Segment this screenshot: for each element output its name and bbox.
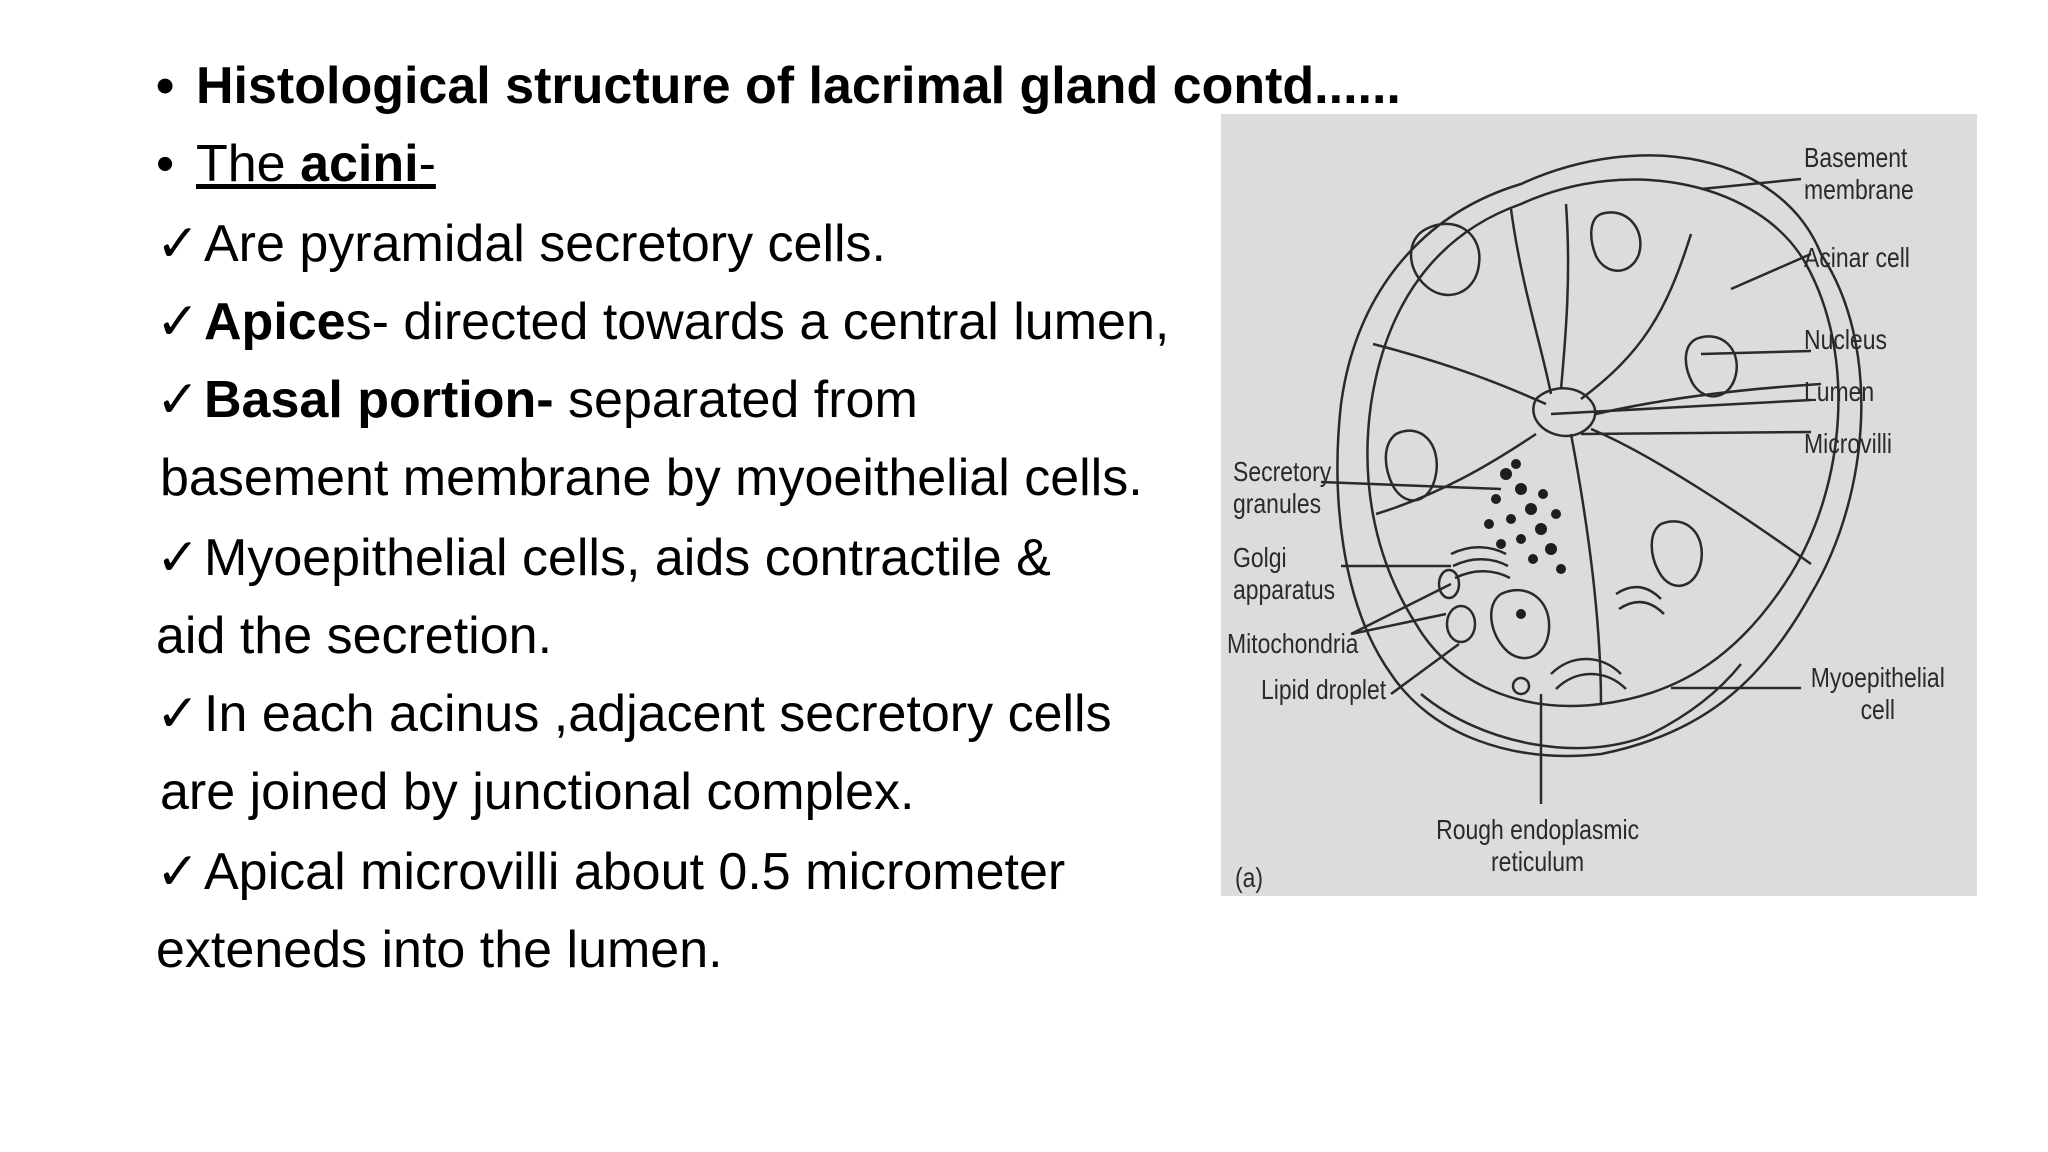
point-bold: Basal portion- xyxy=(204,371,554,429)
label-myoepithelial-cell: Myoepithelial cell xyxy=(1810,662,1945,725)
title-text: Histological structure of lacrimal gland… xyxy=(196,57,1401,115)
check-icon: ✓ xyxy=(156,292,200,352)
lipid-droplet-shape xyxy=(1511,676,1531,696)
label-acinar-cell: Acinar cell xyxy=(1804,242,1910,273)
nucleus-outline xyxy=(1384,429,1439,502)
leader-line xyxy=(1350,582,1452,636)
bullet-glyph: • xyxy=(156,57,175,115)
label-microvilli: Microvilli xyxy=(1804,428,1893,459)
slide-subtitle: • The acini- xyxy=(156,134,436,194)
check-icon: ✓ xyxy=(156,370,200,430)
point-text: Are pyramidal secretory cells. xyxy=(204,215,886,273)
cell-boundary xyxy=(1509,208,1553,395)
acinus-drawing xyxy=(1320,154,1863,804)
point-4: ✓Myoepithelial cells, aids contractile & xyxy=(156,528,1051,588)
point-5-continuation: are joined by junctional complex. xyxy=(160,762,914,822)
nucleus-outline xyxy=(1409,222,1481,297)
point-3-continuation: basement membrane by myoeithelial cells. xyxy=(160,448,1143,508)
nucleus-outline xyxy=(1684,335,1739,398)
subtitle-prefix: The xyxy=(196,135,301,193)
leader-line xyxy=(1700,177,1802,191)
rough-er-lines xyxy=(1550,585,1665,690)
subtitle-suffix: - xyxy=(418,135,436,193)
leader-line xyxy=(1550,398,1812,416)
check-icon: ✓ xyxy=(156,528,200,588)
subtitle-underlined: The acini- xyxy=(196,135,436,193)
myoepithelial-cell-shape xyxy=(1420,663,1742,750)
point-text: exteneds into the lumen. xyxy=(156,921,723,979)
label-rough-er: Rough endoplasmic reticulum xyxy=(1436,814,1640,877)
point-6: ✓Apical microvilli about 0.5 micrometer xyxy=(156,842,1065,902)
cell-boundary xyxy=(1372,342,1547,406)
label-lumen: Lumen xyxy=(1804,376,1875,407)
bullet-glyph: • xyxy=(156,135,175,193)
point-text: aid the secretion. xyxy=(156,607,553,665)
point-text: s- directed towards a central lumen, xyxy=(345,293,1170,351)
golgi-stack xyxy=(1450,546,1511,580)
cell-boundary xyxy=(1559,203,1570,390)
point-2: ✓Apices- directed towards a central lume… xyxy=(156,292,1169,352)
point-1: ✓Are pyramidal secretory cells. xyxy=(156,214,886,274)
label-basement-membrane: Basement membrane xyxy=(1804,142,1914,205)
secretory-granules xyxy=(1484,459,1566,619)
check-icon: ✓ xyxy=(156,684,200,744)
label-nucleus: Nucleus xyxy=(1804,324,1887,355)
leader-line xyxy=(1320,480,1502,491)
point-6-continuation: exteneds into the lumen. xyxy=(156,920,723,980)
nucleus-outline xyxy=(1489,588,1551,660)
point-4-continuation: aid the secretion. xyxy=(156,606,552,666)
point-5: ✓In each acinus ,adjacent secretory cell… xyxy=(156,684,1112,744)
point-text: separated from xyxy=(553,371,918,429)
slide-title: • Histological structure of lacrimal glan… xyxy=(156,56,1401,116)
label-lipid-droplet: Lipid droplet xyxy=(1261,674,1387,705)
acinus-outline xyxy=(1366,178,1840,708)
cell-boundary xyxy=(1375,432,1537,516)
point-text: Myoepithelial cells, aids contractile & xyxy=(204,529,1051,587)
leader-line xyxy=(1700,349,1812,356)
leader-line xyxy=(1390,642,1460,696)
check-icon: ✓ xyxy=(156,214,200,274)
point-text: Apical microvilli about 0.5 micrometer xyxy=(204,843,1066,901)
leader-line xyxy=(1730,252,1812,291)
cell-boundary xyxy=(1595,382,1822,416)
cell-boundary xyxy=(1580,233,1693,400)
nucleus-outline xyxy=(1590,211,1642,272)
mitochondrion-shape xyxy=(1445,604,1477,644)
point-text: basement membrane by myoeithelial cells. xyxy=(160,449,1143,507)
point-text: In each acinus ,adjacent secretory cells xyxy=(204,685,1112,743)
label-secretory-granules: Secretory granules xyxy=(1233,456,1332,519)
check-icon: ✓ xyxy=(156,842,200,902)
lumen-outline xyxy=(1532,387,1597,438)
label-golgi-apparatus: Golgi apparatus xyxy=(1233,542,1336,605)
leader-line xyxy=(1350,612,1447,636)
leader-line xyxy=(1580,430,1812,436)
nucleus-outline xyxy=(1650,520,1704,588)
label-mitochondria: Mitochondria xyxy=(1227,628,1359,659)
point-bold: Apice xyxy=(204,293,346,351)
point-3: ✓Basal portion- separated from xyxy=(156,370,918,430)
cell-boundary xyxy=(1569,433,1603,705)
subtitle-bold: acini xyxy=(300,135,419,193)
figure-tag: (a) xyxy=(1235,862,1264,893)
point-text: are joined by junctional complex. xyxy=(160,763,915,821)
acinus-diagram: Basement membrane Acinar cell Nucleus Lu… xyxy=(1221,114,1977,896)
mitochondrion-shape xyxy=(1437,568,1461,600)
basement-membrane-outline xyxy=(1336,154,1863,758)
cell-boundary xyxy=(1590,427,1812,566)
